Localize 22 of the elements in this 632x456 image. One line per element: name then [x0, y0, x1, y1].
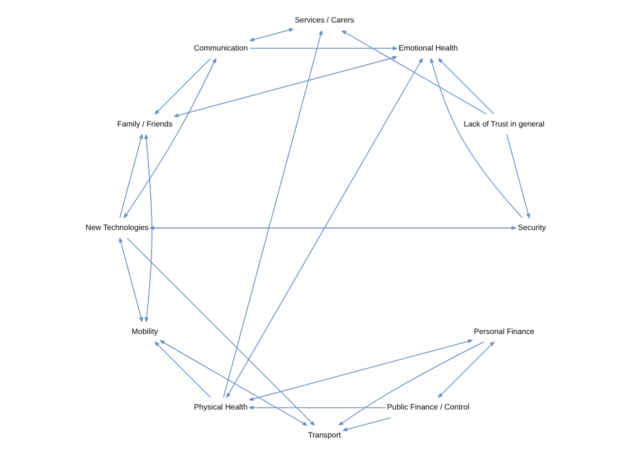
arrow — [118, 236, 143, 323]
arrow — [506, 134, 530, 220]
arrow — [340, 30, 488, 115]
arrow — [119, 133, 143, 218]
arrow — [159, 340, 308, 426]
arrow — [430, 57, 523, 218]
arrow — [126, 238, 316, 426]
arrow — [226, 57, 424, 399]
arrow — [172, 56, 398, 118]
arrow — [249, 46, 398, 50]
arrow — [154, 340, 212, 398]
arrow — [223, 29, 323, 398]
arrow — [154, 58, 212, 116]
arrow — [437, 340, 495, 398]
arrow — [248, 406, 386, 410]
arrow — [123, 57, 217, 219]
arrow — [437, 58, 494, 115]
arrow — [342, 417, 392, 432]
arrow — [144, 133, 152, 324]
arrow — [338, 341, 484, 426]
arrow — [248, 339, 474, 401]
arrow — [248, 28, 294, 42]
